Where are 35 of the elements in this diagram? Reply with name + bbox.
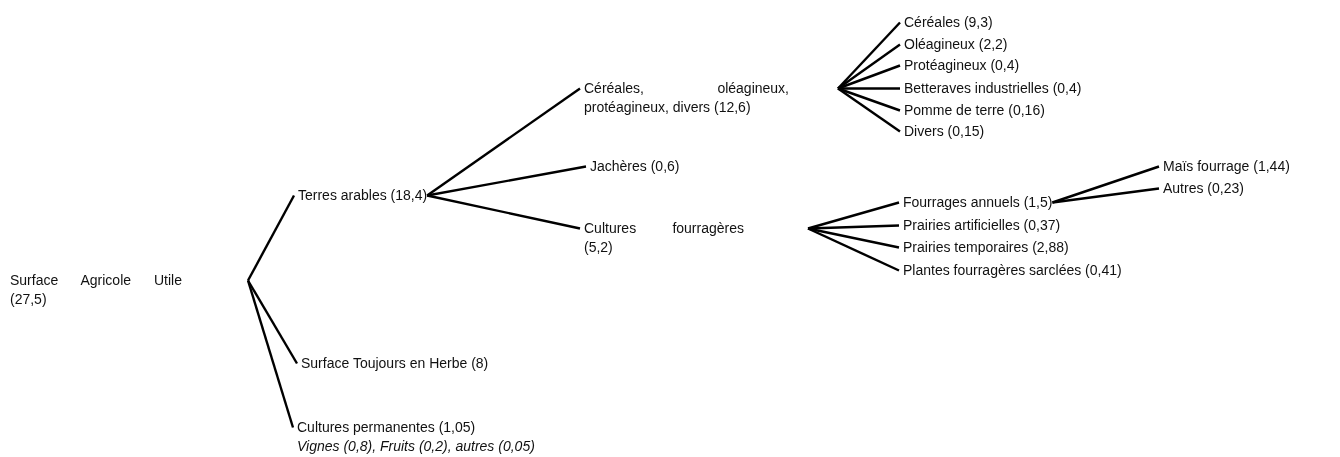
category-label: Prairies artificielles (0,37) — [903, 216, 1061, 235]
category-label: Cultures permanentes (1,05) — [297, 418, 476, 437]
category-label: Protéagineux (0,4) — [904, 56, 1020, 75]
connector-line — [1052, 165, 1160, 204]
connector-line — [837, 21, 901, 90]
connector-line — [838, 87, 900, 90]
category-label: Cultures fourragères (5,2) — [584, 219, 744, 257]
connector-line — [837, 87, 901, 112]
category-label: Oléagineux (2,2) — [904, 35, 1008, 54]
category-label: Surface Agricole Utile (27,5) — [10, 271, 182, 309]
connector-line — [807, 224, 900, 230]
connector-line — [246, 194, 296, 282]
category-label: Maïs fourrage (1,44) — [1163, 157, 1290, 176]
subcategory-note: Vignes (0,8), Fruits (0,2), autres (0,05) — [297, 437, 535, 456]
category-label: Autres (0,23) — [1163, 179, 1244, 198]
connector-line — [246, 280, 295, 428]
connector-line — [837, 43, 901, 90]
connector-line — [426, 194, 581, 230]
category-label: Plantes fourragères sarclées (0,41) — [903, 261, 1122, 280]
category-label: Fourrages annuels (1,5) — [903, 193, 1053, 212]
category-label: Surface Toujours en Herbe (8) — [301, 354, 489, 373]
connector-line — [426, 87, 581, 197]
category-label: Céréales (9,3) — [904, 13, 993, 32]
category-label: Pomme de terre (0,16) — [904, 101, 1045, 120]
connector-line — [1052, 187, 1160, 204]
category-label: Divers (0,15) — [904, 122, 985, 141]
category-label: Terres arables (18,4) — [298, 186, 428, 205]
category-label: Jachères (0,6) — [590, 157, 680, 176]
connector-line — [807, 227, 900, 272]
category-label: Céréales, oléagineux, protéagineux, divers (12,6) — [584, 79, 789, 117]
connector-line — [426, 165, 587, 197]
connector-line — [837, 64, 901, 90]
connector-line — [837, 87, 901, 133]
category-label: Prairies temporaires (2,88) — [903, 238, 1069, 257]
category-label: Betteraves industrielles (0,4) — [904, 79, 1082, 98]
